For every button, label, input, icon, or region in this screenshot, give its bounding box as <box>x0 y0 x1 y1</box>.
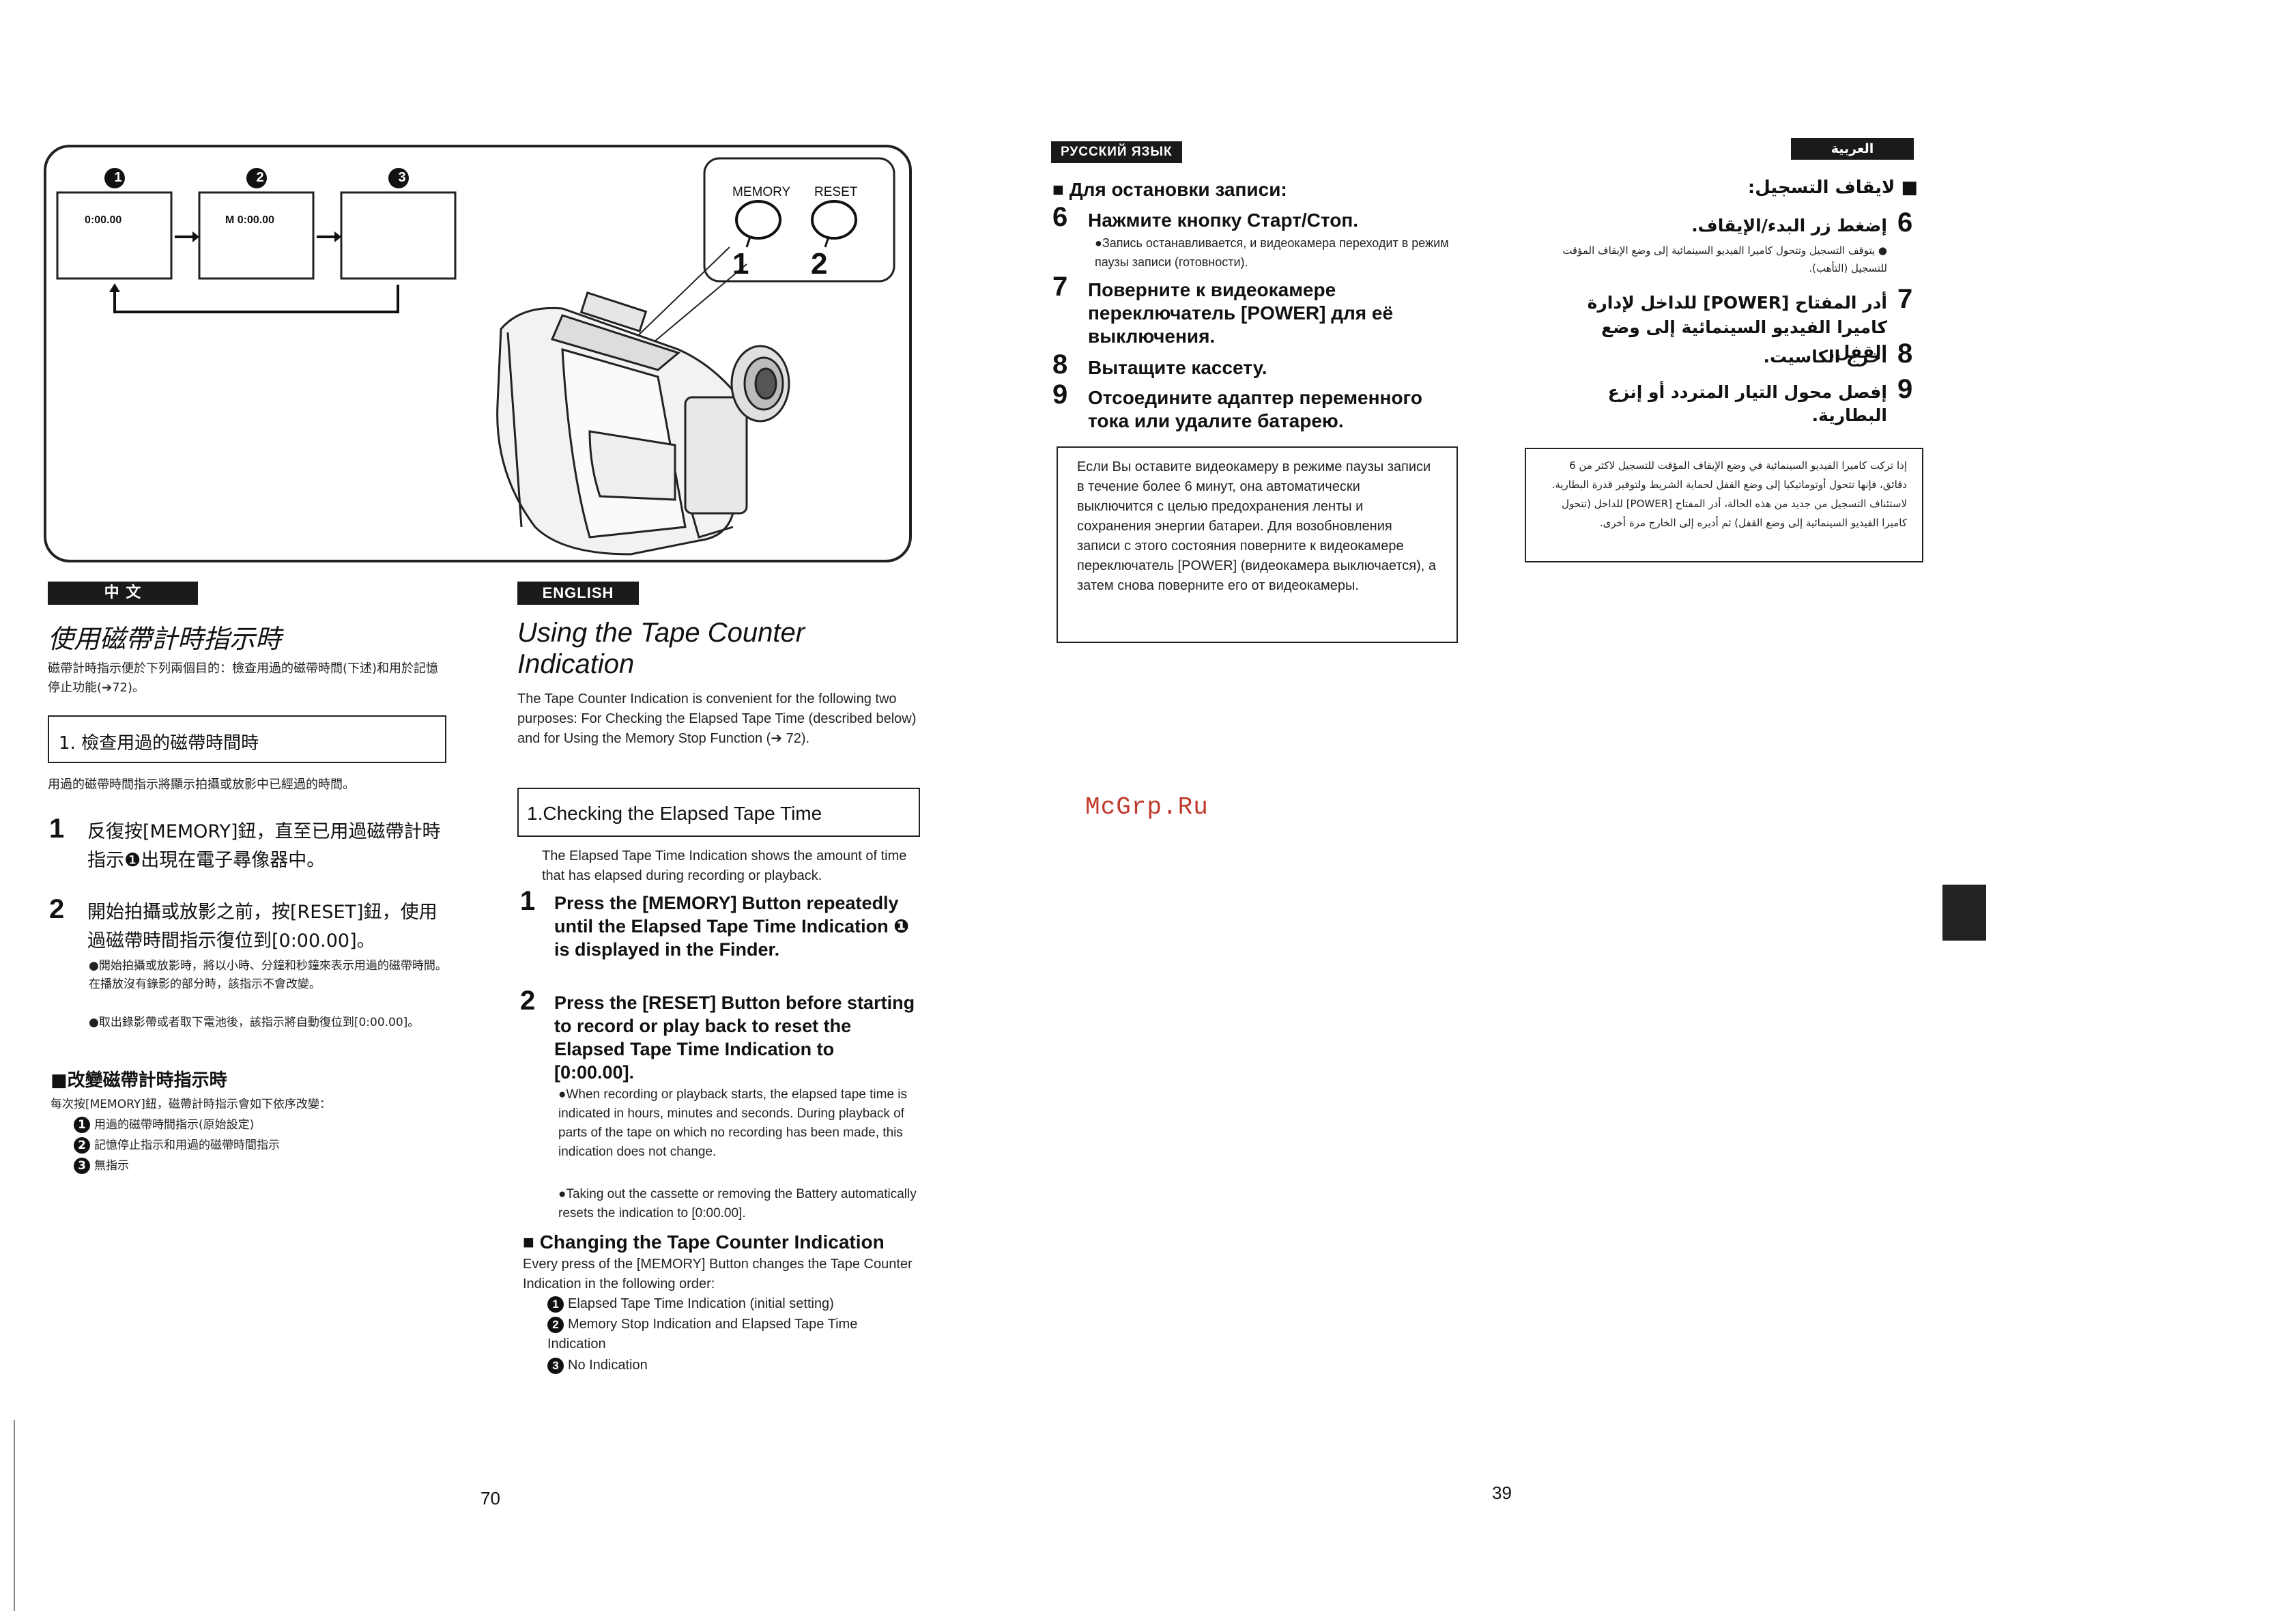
russian-step7-num: 7 <box>1052 272 1068 302</box>
step-3-label: 3 <box>398 170 406 185</box>
chinese-step2: 開始拍攝或放影之前，按[RESET]鈕，使用過磁帶時間指示復位到[0:00.00… <box>87 902 437 952</box>
callout-1: 1 <box>732 247 749 281</box>
arabic-step6-note: ● يتوقف التسجيل وتتحول كاميرا الفيديو ال… <box>1562 244 1887 274</box>
scan-edge-line <box>14 1420 15 1611</box>
screen-3 <box>340 191 457 280</box>
step-markers <box>104 168 409 188</box>
chinese-intro: 磁帶計時指示便於下列兩個目的：檢查用過的磁帶時間(下述)和用於記憶停止功能(➔7… <box>48 661 439 695</box>
english-bullet2: ●Taking out the cassette or removing the… <box>558 1187 917 1220</box>
chinese-box-heading-text: 1. 檢查用過的磁帶時間時 <box>59 733 259 754</box>
page-number-right: 39 <box>1492 1483 1512 1503</box>
english-step2: Press the [RESET] Button before starting… <box>554 992 915 1083</box>
step-1-label: 1 <box>114 170 122 185</box>
chinese-title: 使用磁帶計時指示時 <box>48 624 282 654</box>
russian-step8: Вытащите кассету. <box>1088 357 1267 378</box>
english-step2-num: 2 <box>520 986 536 1016</box>
english-box-heading-text: 1.Checking the Elapsed Tape Time <box>527 803 822 824</box>
arabic-heading: ■ لايقاف التسجيل: <box>1747 177 1918 198</box>
chinese-list-2-text: 記憶停止指示和用過的磁帶時間指示 <box>94 1139 280 1152</box>
arabic-step9-num: 9 <box>1897 374 1913 404</box>
circle-1-icon: 1 <box>547 1296 564 1313</box>
russian-tag: РУССКИЙ ЯЗЫК <box>1051 141 1182 163</box>
step-2-label: 2 <box>256 170 264 185</box>
chinese-box-desc: 用過的磁帶時間指示將顯示拍攝或放影中已經過的時間。 <box>48 777 355 792</box>
chinese-step1: 反復按[MEMORY]鈕，直至已用過磁帶計時指示❶出現在電子尋像器中。 <box>87 821 441 871</box>
russian-heading: ■ Для остановки записи: <box>1052 179 1287 200</box>
russian-note-box: Если Вы оставите видеокамеру в режиме па… <box>1057 446 1458 643</box>
screen-1 <box>56 191 173 280</box>
english-intro: The Tape Counter Indication is convenien… <box>517 691 917 746</box>
memory-button-shape <box>735 200 781 240</box>
chinese-list-1: 1 用過的磁帶時間指示(原始設定) <box>74 1115 254 1134</box>
screen-2 <box>198 191 315 280</box>
chinese-tag: 中 文 <box>48 582 198 605</box>
english-list-1-text: Elapsed Tape Time Indication (initial se… <box>568 1296 834 1311</box>
russian-step9-num: 9 <box>1052 380 1068 410</box>
arabic-step7-num: 7 <box>1897 284 1913 314</box>
screen-2-text: M 0:00.00 <box>225 214 275 226</box>
english-tag: ENGLISH <box>517 582 639 605</box>
arabic-note-box: إذا تركت كاميرا الفيديو السينمائية في وض… <box>1525 448 1923 562</box>
chinese-list-3-text: 無指示 <box>94 1159 129 1173</box>
chinese-step2-num: 2 <box>49 894 65 924</box>
chinese-section-desc: 每次按[MEMORY]鈕，磁帶計時指示會如下依序改變： <box>51 1098 331 1111</box>
screen-1-text: 0:00.00 <box>85 214 122 226</box>
reset-button-label: RESET <box>814 185 858 199</box>
english-section: ■ Changing the Tape Counter Indication <box>523 1231 885 1253</box>
russian-step9: Отсоедините адаптер переменного тока или… <box>1088 387 1422 431</box>
russian-step6: Нажмите кнопку Старт/Стоп. <box>1088 210 1359 231</box>
english-box-desc: The Elapsed Tape Time Indication shows t… <box>542 848 907 883</box>
russian-note-text: Если Вы оставите видеокамеру в режиме па… <box>1077 459 1437 593</box>
english-box-heading: 1.Checking the Elapsed Tape Time <box>517 788 920 837</box>
thumb-index-tab <box>1942 885 1986 941</box>
chinese-bullet2: ●取出錄影帶或者取下電池後，該指示將自動復位到[0:00.00]。 <box>89 1016 420 1029</box>
circle-1-icon: 1 <box>74 1117 90 1133</box>
button-callout <box>703 157 895 283</box>
circle-2-icon: 2 <box>74 1137 90 1154</box>
circle-3-icon: 3 <box>547 1357 564 1374</box>
callout-2: 2 <box>811 247 828 281</box>
arabic-step9: إفصل محول التيار المتردد أو إنزع البطاري… <box>1607 382 1887 425</box>
arabic-step6-num: 6 <box>1897 208 1913 238</box>
camcorder-illustration <box>496 291 790 556</box>
diagram-graphics <box>56 157 895 556</box>
arabic-note-text: إذا تركت كاميرا الفيديو السينمائية في وض… <box>1551 459 1907 529</box>
russian-step6-note: ●Запись останавливается, и видеокамера п… <box>1095 236 1449 269</box>
english-bullet1: ●When recording or playback starts, the … <box>558 1087 908 1159</box>
chinese-step1-num: 1 <box>49 814 65 844</box>
chinese-section: ■改變磁帶計時指示時 <box>51 1070 227 1091</box>
reset-button-shape <box>811 200 857 240</box>
english-section-desc: Every press of the [MEMORY] Button chang… <box>523 1257 913 1291</box>
russian-step7: Поверните к видеокамере переключатель [P… <box>1088 279 1394 347</box>
russian-step8-num: 8 <box>1052 349 1068 380</box>
chinese-bullet1: ●開始拍攝或放影時，將以小時、分鐘和秒鐘來表示用過的磁帶時間。在播放沒有錄影的部… <box>89 959 447 991</box>
chinese-list-2: 2 記憶停止指示和用過的磁帶時間指示 <box>74 1136 280 1155</box>
english-list-1: 1 Elapsed Tape Time Indication (initial s… <box>547 1294 834 1314</box>
arabic-tag: العربية <box>1791 138 1914 160</box>
chinese-list-1-text: 用過的磁帶時間指示(原始設定) <box>94 1118 255 1132</box>
arabic-step7: أدر المفتاح [POWER] للداخل لإدارة كاميرا… <box>1587 293 1887 362</box>
english-list-2-text: Memory Stop Indication and Elapsed Tape … <box>547 1317 858 1352</box>
arabic-step8: أخرج الكاسيت. <box>1763 347 1888 367</box>
russian-step6-num: 6 <box>1052 202 1068 232</box>
english-step1: Press the [MEMORY] Button repeatedly unt… <box>554 893 909 960</box>
english-title: Using the Tape Counter Indication <box>517 618 805 679</box>
memory-button-label: MEMORY <box>732 185 791 199</box>
english-list-3-text: No Indication <box>568 1358 648 1373</box>
chinese-list-3: 3 無指示 <box>74 1156 129 1175</box>
circle-3-icon: 3 <box>74 1158 90 1174</box>
circle-2-icon: 2 <box>547 1316 564 1333</box>
page-number-left: 70 <box>480 1488 500 1509</box>
arabic-step6: إضغط زر البدء/الإيقاف. <box>1691 216 1887 235</box>
chinese-box-heading: 1. 檢查用過的磁帶時間時 <box>48 715 446 763</box>
watermark: McGrp.Ru <box>1085 793 1209 821</box>
english-step1-num: 1 <box>520 886 536 916</box>
diagram-panel: 0:00.00 M 0:00.00 1 2 3 MEMORY RESET 1 2 <box>44 145 912 562</box>
arabic-step8-num: 8 <box>1897 339 1913 369</box>
english-list-3: 3 No Indication <box>547 1356 648 1375</box>
